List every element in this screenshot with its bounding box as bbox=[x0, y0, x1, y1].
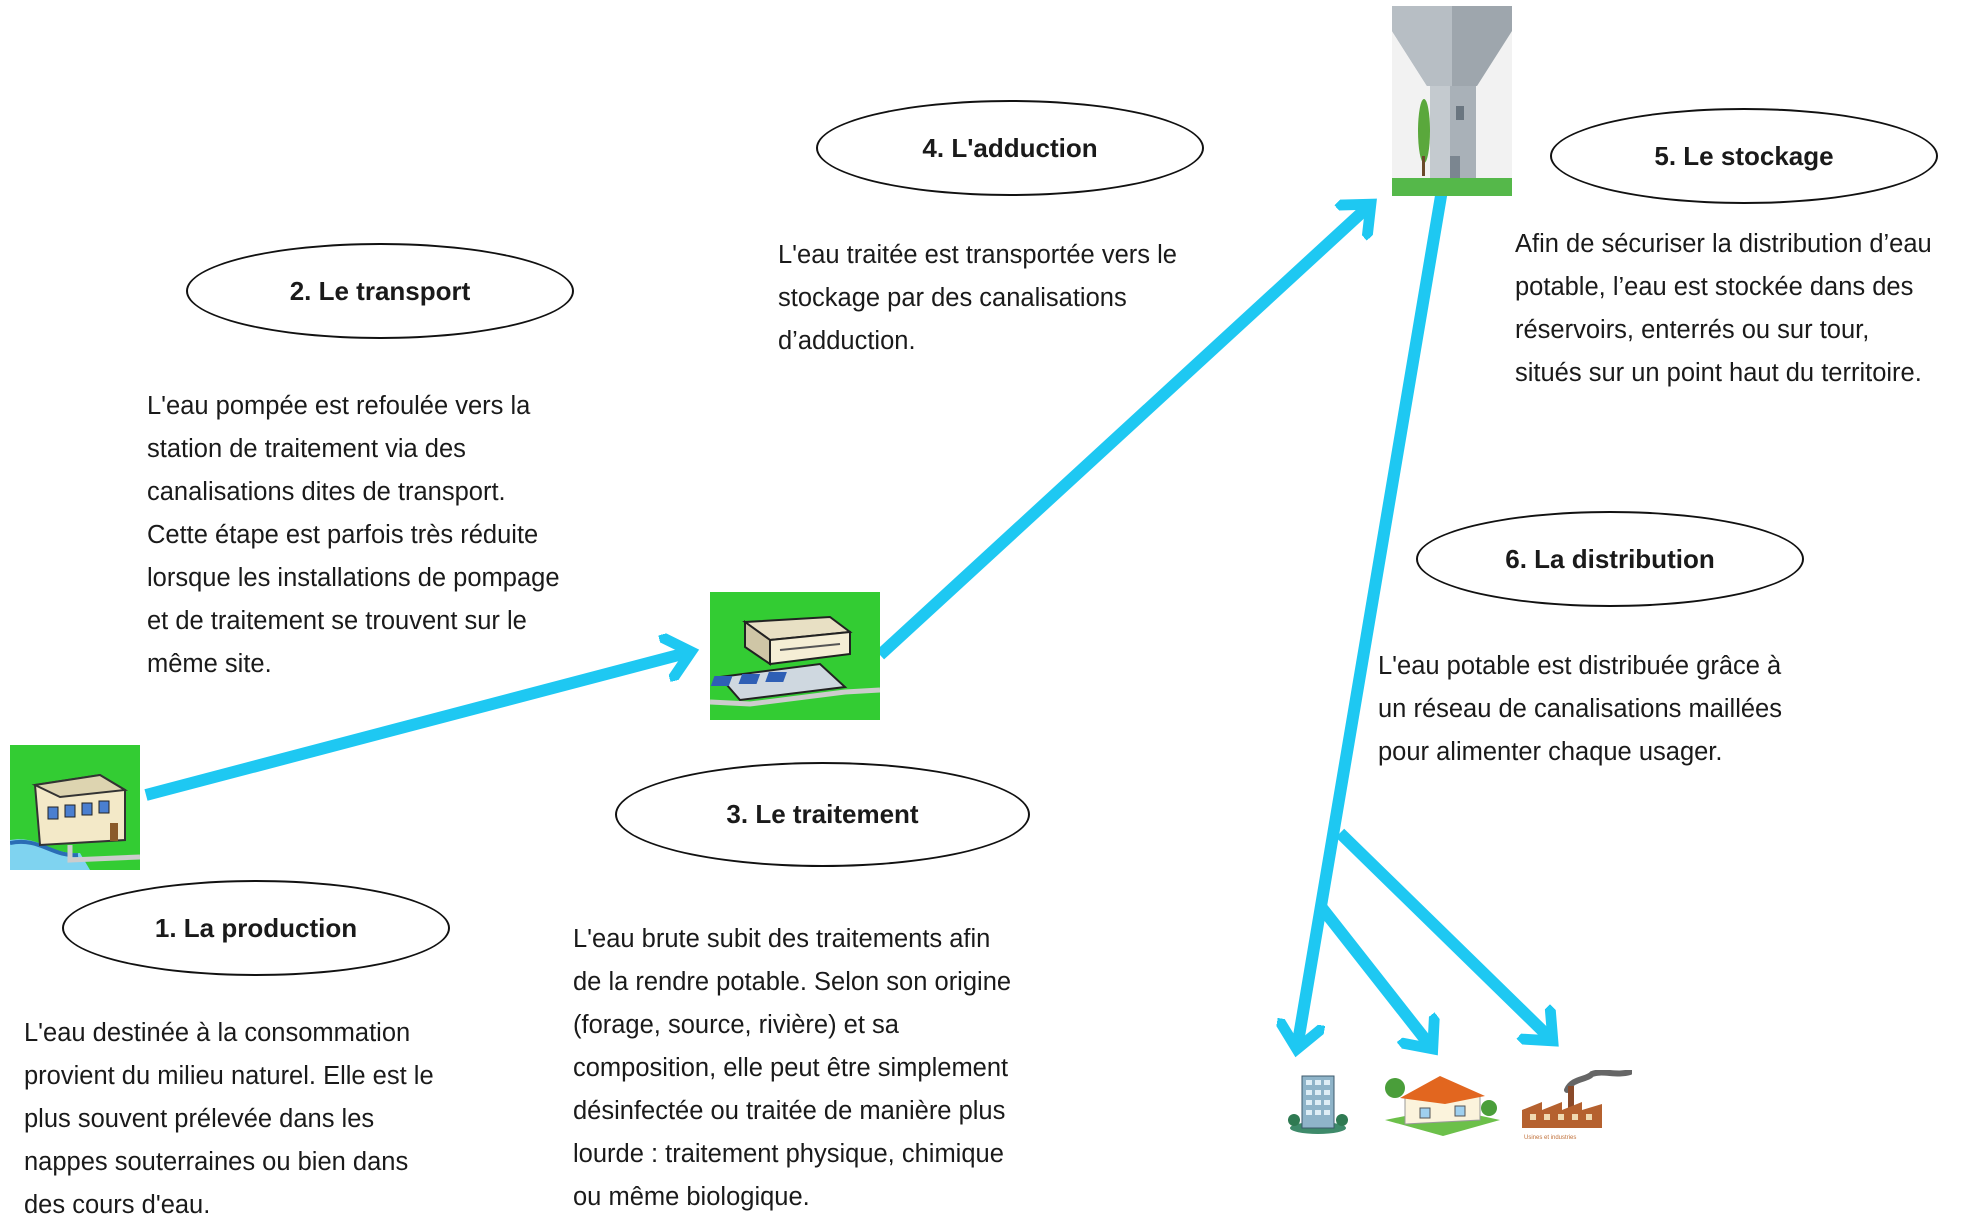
text-line: et de traitement se trouvent sur le bbox=[147, 607, 527, 635]
step-production-title: 1. La production bbox=[62, 880, 450, 976]
apartment-building-icon bbox=[1288, 1072, 1348, 1134]
step-stockage-text: Afin de sécuriser la distribution d’eau … bbox=[1515, 223, 1932, 395]
arrow-transport bbox=[144, 652, 690, 801]
treatment-plant-icon bbox=[710, 592, 880, 720]
pumping-station-icon bbox=[10, 745, 140, 870]
arrow-to-house bbox=[1317, 904, 1432, 1048]
arrow-adduction bbox=[875, 205, 1370, 660]
step-transport-text: L'eau pompée est refoulée vers la statio… bbox=[147, 385, 560, 686]
text-line: ou même biologique. bbox=[573, 1183, 810, 1211]
step-distribution-title: 6. La distribution bbox=[1416, 511, 1804, 607]
step-production-text: L'eau destinée à la consommation provien… bbox=[24, 1012, 434, 1227]
text-line: réservoirs, enterrés ou sur tour, bbox=[1515, 316, 1870, 344]
text-line: L'eau potable est distribuée grâce à bbox=[1378, 652, 1782, 680]
text-line: L'eau brute subit des traitements afin bbox=[573, 925, 991, 953]
text-line: L'eau pompée est refoulée vers la bbox=[147, 392, 531, 420]
arrow-distribution-main bbox=[1297, 189, 1448, 1048]
text-line: même site. bbox=[147, 650, 272, 678]
text-line: désinfectée ou traitée de manière plus bbox=[573, 1097, 1006, 1125]
text-line: plus souvent prélevée dans les bbox=[24, 1105, 375, 1133]
text-line: Cette étape est parfois très réduite bbox=[147, 521, 539, 549]
text-line: nappes souterraines ou bien dans bbox=[24, 1148, 409, 1176]
step-adduction-title: 4. L'adduction bbox=[816, 100, 1204, 196]
factory-icon: Usines et industries bbox=[1522, 1070, 1632, 1142]
text-line: Afin de sécuriser la distribution d’eau bbox=[1515, 230, 1932, 258]
text-line: un réseau de canalisations maillées bbox=[1378, 695, 1782, 723]
factory-caption: Usines et industries bbox=[1524, 1135, 1576, 1141]
house-icon bbox=[1385, 1068, 1500, 1136]
text-line: potable, l’eau est stockée dans des bbox=[1515, 273, 1914, 301]
text-line: L'eau traitée est transportée vers le bbox=[778, 241, 1177, 269]
text-line: situés sur un point haut du territoire. bbox=[1515, 359, 1922, 387]
text-line: pour alimenter chaque usager. bbox=[1378, 738, 1723, 766]
text-line: composition, elle peut être simplement bbox=[573, 1054, 1009, 1082]
text-line: (forage, source, rivière) et sa bbox=[573, 1011, 899, 1039]
step-traitement-title: 3. Le traitement bbox=[615, 762, 1030, 867]
text-line: provient du milieu naturel. Elle est le bbox=[24, 1062, 434, 1090]
step-transport-title: 2. Le transport bbox=[186, 243, 574, 339]
text-line: d’adduction. bbox=[778, 327, 916, 355]
text-line: station de traitement via des bbox=[147, 435, 466, 463]
arrow-to-factory bbox=[1335, 828, 1552, 1040]
water-tower-icon bbox=[1392, 6, 1512, 196]
text-line: des cours d'eau. bbox=[24, 1191, 211, 1219]
text-line: L'eau destinée à la consommation bbox=[24, 1019, 411, 1047]
text-line: lorsque les installations de pompage bbox=[147, 564, 560, 592]
step-stockage-title: 5. Le stockage bbox=[1550, 108, 1938, 204]
step-traitement-text: L'eau brute subit des traitements afin d… bbox=[573, 918, 1011, 1219]
text-line: canalisations dites de transport. bbox=[147, 478, 506, 506]
text-line: lourde : traitement physique, chimique bbox=[573, 1140, 1004, 1168]
step-adduction-text: L'eau traitée est transportée vers le st… bbox=[778, 234, 1177, 363]
text-line: stockage par des canalisations bbox=[778, 284, 1127, 312]
text-line: de la rendre potable. Selon son origine bbox=[573, 968, 1012, 996]
step-distribution-text: L'eau potable est distribuée grâce à un … bbox=[1378, 645, 1782, 774]
